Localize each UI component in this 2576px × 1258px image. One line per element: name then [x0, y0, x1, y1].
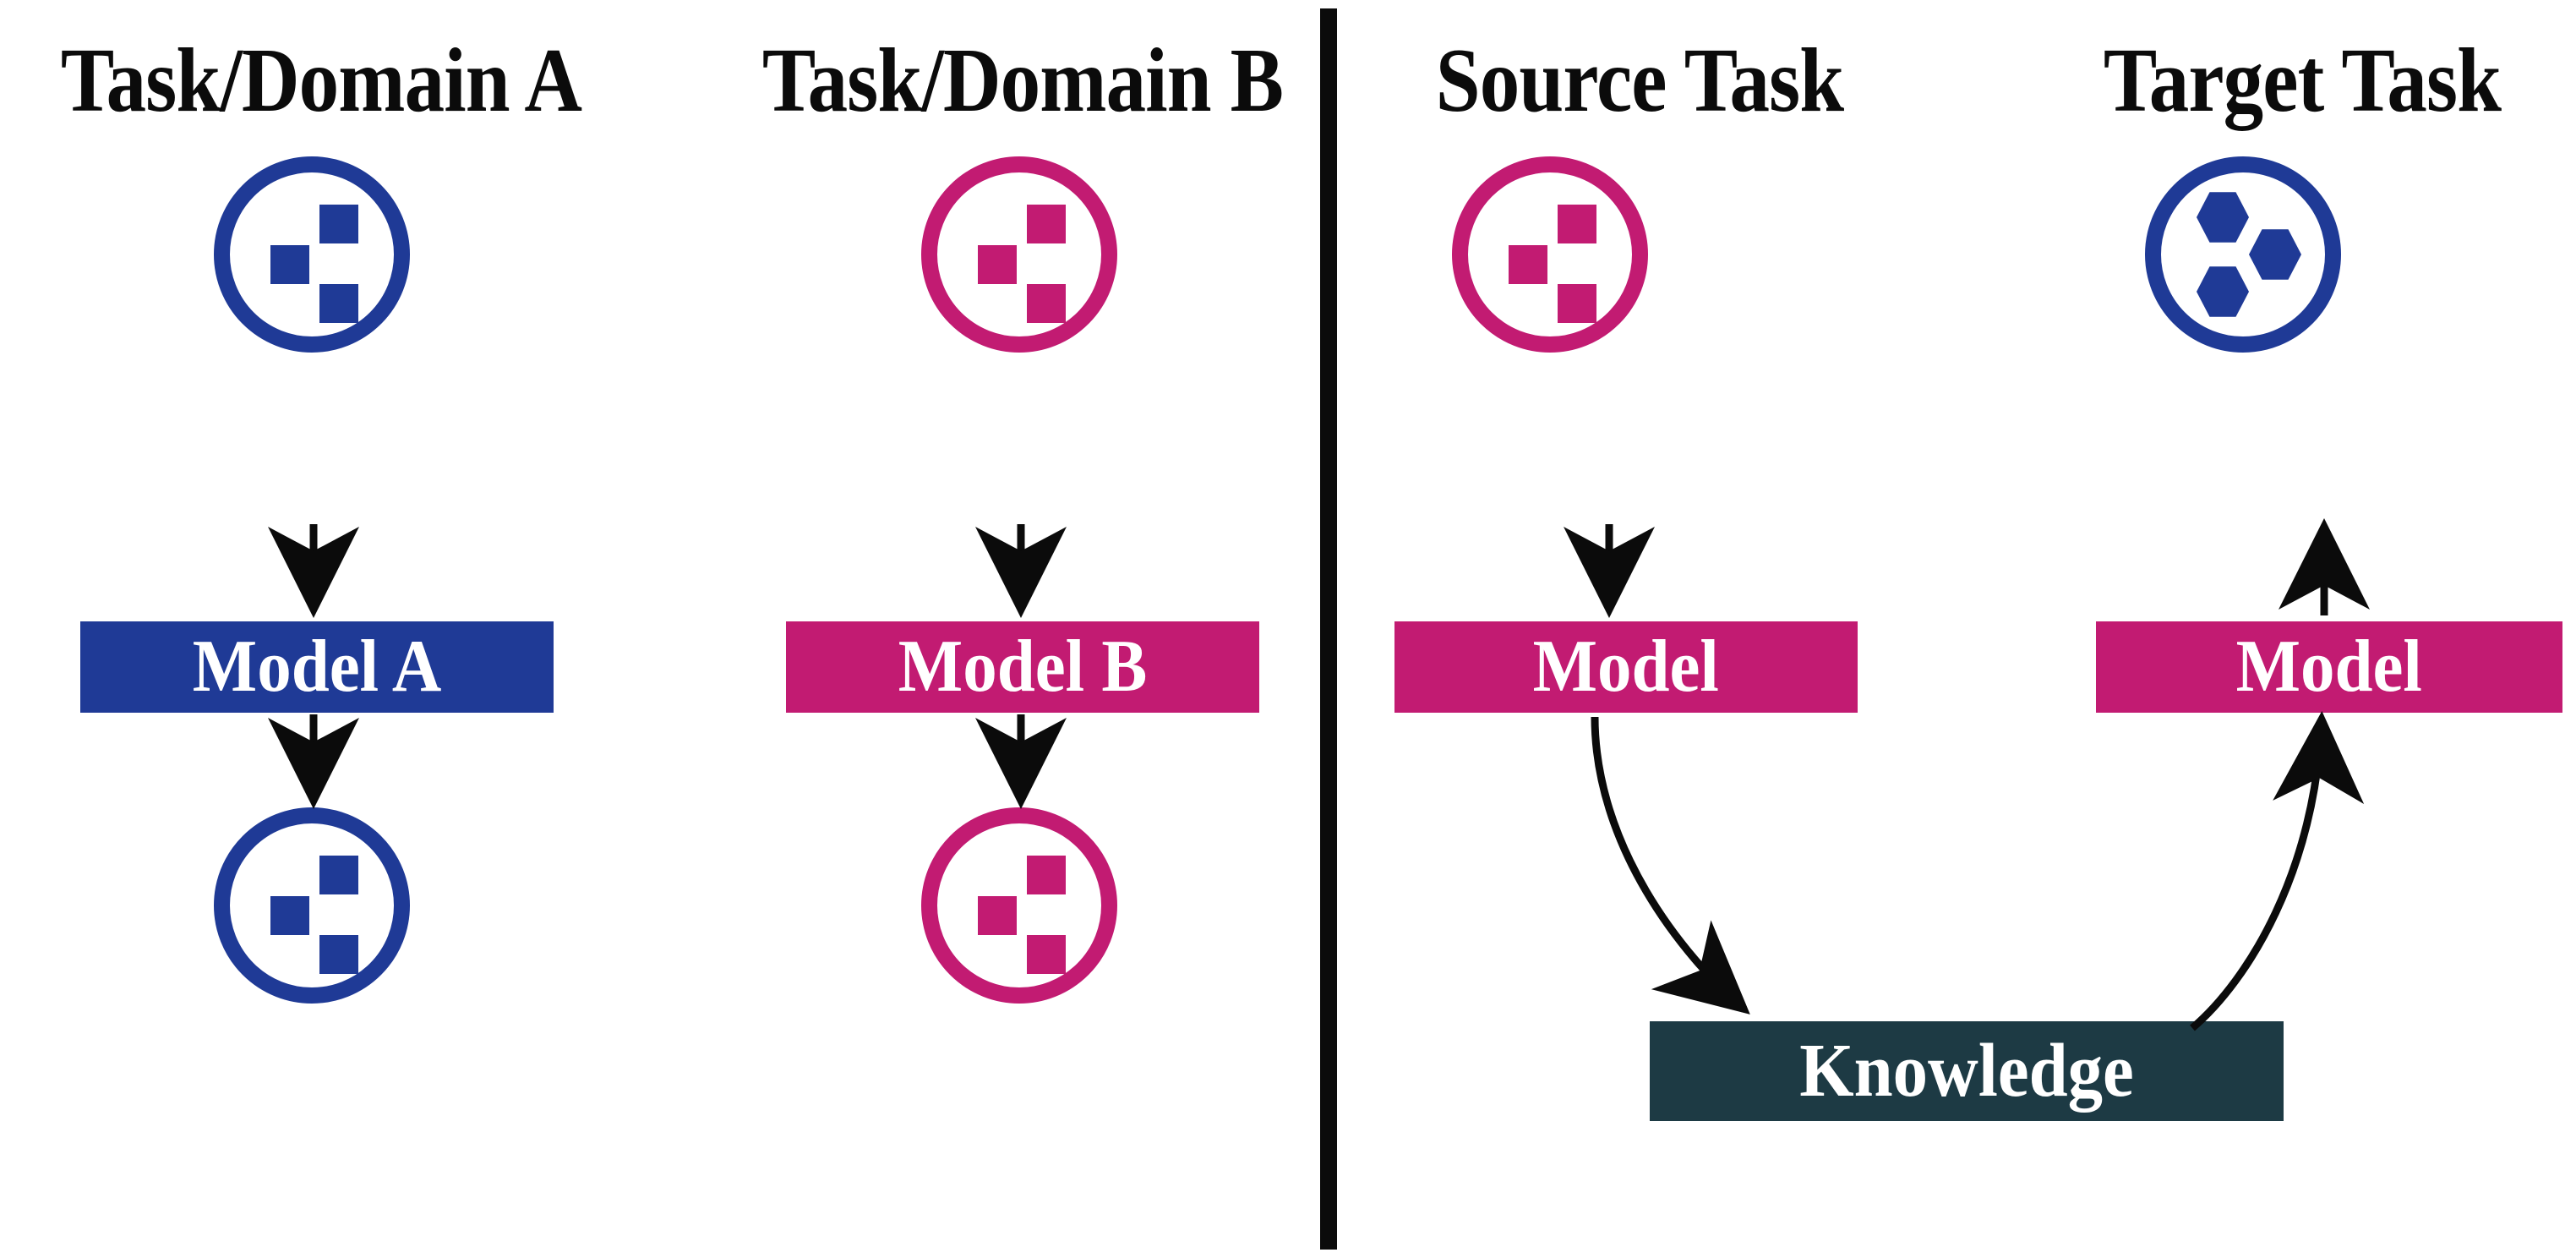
- curved-arrow-icon-knowledge-to-model: [2190, 711, 2365, 1031]
- source-model-label: Model: [1532, 626, 1720, 708]
- target-model-label: Model: [2235, 626, 2423, 708]
- three-hexagons-icon-hex-right: [2249, 229, 2301, 280]
- three-squares-icon-square-left: [270, 896, 309, 935]
- three-squares-icon-square-bottom: [1558, 284, 1596, 323]
- knowledge-label: Knowledge: [1799, 1029, 2134, 1113]
- three-squares-icon-square-top: [1027, 205, 1066, 243]
- three-squares-icon-square-top: [319, 205, 358, 243]
- three-squares-icon-square-left: [978, 896, 1017, 935]
- task-b-top-circle: [921, 156, 1117, 353]
- model-a-box[interactable]: Model A: [80, 621, 554, 713]
- task-a-top-circle: [214, 156, 410, 353]
- three-squares-icon-square-top: [1027, 856, 1066, 894]
- three-squares-icon-square-left: [1509, 245, 1547, 284]
- source-model-box[interactable]: Model: [1394, 621, 1858, 713]
- model-b-label: Model B: [898, 626, 1148, 708]
- three-squares-icon-square-bottom: [1027, 284, 1066, 323]
- three-squares-icon-square-left: [978, 245, 1017, 284]
- model-a-label: Model A: [192, 626, 442, 708]
- three-squares-icon-square-left: [270, 245, 309, 284]
- source-task-circle: [1452, 156, 1648, 353]
- column-header-target-task: Target Task: [2103, 30, 2502, 131]
- three-squares-icon-square-bottom: [1027, 935, 1066, 974]
- three-squares-icon-square-top: [1558, 205, 1596, 243]
- column-header-source-task: Source Task: [1435, 30, 1844, 131]
- task-b-bottom-circle: [921, 807, 1117, 1004]
- target-task-circle: [2145, 156, 2341, 353]
- three-squares-icon-square-bottom: [319, 935, 358, 974]
- task-a-bottom-circle: [214, 807, 410, 1004]
- column-header-task-domain-a: Task/Domain A: [60, 30, 582, 131]
- column-header-task-domain-b: Task/Domain B: [761, 30, 1284, 131]
- three-squares-icon-square-bottom: [319, 284, 358, 323]
- target-model-box[interactable]: Model: [2096, 621, 2562, 713]
- model-b-box[interactable]: Model B: [786, 621, 1259, 713]
- vertical-divider: [1320, 8, 1337, 1250]
- three-hexagons-icon-hex-top: [2197, 192, 2249, 243]
- three-squares-icon-square-top: [319, 856, 358, 894]
- curved-arrow-icon-model-to-knowledge: [1591, 716, 1750, 1015]
- knowledge-box[interactable]: Knowledge: [1650, 1021, 2284, 1121]
- three-hexagons-icon-hex-bottom: [2197, 266, 2249, 317]
